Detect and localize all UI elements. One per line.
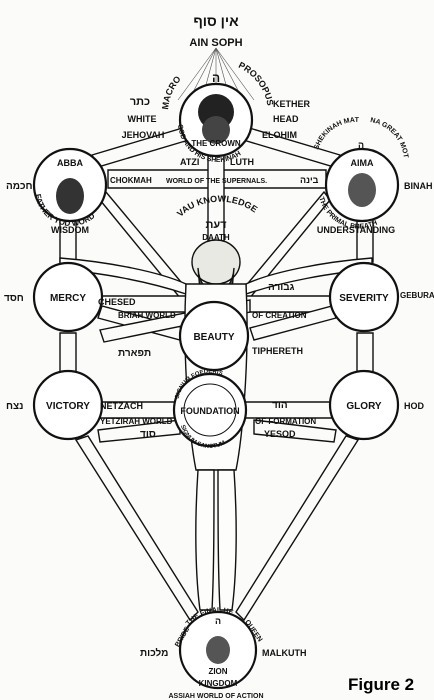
malkuth-hebrew: מלכות [140, 647, 168, 659]
ain-soph-hebrew: אין סוף [193, 13, 239, 29]
beauty-name: BEAUTY [193, 332, 234, 343]
chesed-label: CHESED [98, 297, 136, 307]
sephirah-hod: GLORY [328, 369, 400, 441]
aima-letter: ה [358, 140, 364, 150]
light-rays [177, 47, 255, 101]
abba-name: ABBA [57, 158, 83, 168]
face-aima-icon [348, 173, 376, 207]
wisdom-label: WISDOM [51, 225, 89, 235]
supernals-world-label: WORLD OF THE SUPERNALS. [166, 178, 267, 185]
elohim-label: ELOHIM [262, 130, 297, 140]
tiphereth-hebrew: תפארת [118, 348, 151, 359]
malkuth-label: MALKUTH [262, 648, 307, 658]
netzach-label: NETZACH [100, 401, 143, 411]
chokmah-hebrew: חכמה [6, 181, 33, 192]
severity-name: SEVERITY [339, 293, 389, 304]
assiah-label: ASSIAH WORLD OF ACTION [168, 693, 263, 700]
aima-name: AIMA [351, 158, 374, 168]
jehovah-label: JEHOVAH [122, 130, 165, 140]
chesed-hebrew: חסד [4, 293, 24, 304]
crown-letter: ה [212, 71, 220, 85]
face-bride-icon [206, 636, 230, 664]
head-label: HEAD [273, 114, 299, 124]
daath-label: DAATH [202, 233, 230, 242]
briah-left: BRIAH WORLD [118, 311, 176, 320]
sephirah-malkuth: THE FINAL HE ה BRIDE QUEEN ZION [174, 607, 263, 690]
chokmah-label: CHOKMAH [110, 176, 152, 185]
binah-label: BINAH [404, 181, 433, 191]
yetzirah-right: OF FORMATION [255, 417, 316, 426]
foundation-name: FOUNDATION [180, 406, 239, 416]
crown-name: THE CROWN [191, 139, 241, 148]
ain-soph-label: AIN SOPH [189, 37, 242, 49]
glory-name: GLORY [346, 401, 382, 412]
yesod-hebrew: סוד [140, 429, 156, 440]
kether-hebrew: כתר [130, 96, 150, 108]
geburah-label: GEBURAH [400, 291, 434, 300]
sephirah-yesod: FOUNDATION SIGNUM FOEDERIS SIGNUM SANCTU… [172, 369, 248, 450]
victory-name: VICTORY [46, 401, 90, 412]
yetzirah-left: YETZIRAH WORLD [100, 417, 173, 426]
atziluth-right: LUTH [230, 157, 254, 167]
sephirah-kether: MACRO ה PROSOPUS THE CROWN GOD AND HIS S… [160, 60, 275, 164]
tiphereth-label: TIPHERETH [252, 346, 303, 356]
hod-hebrew: הוד [272, 400, 288, 411]
yesod-label: YESOD [264, 429, 296, 439]
daath-hebrew: דעת [205, 219, 227, 231]
sephirah-netzach: VICTORY [32, 369, 104, 441]
binah-hebrew: בינה [300, 175, 319, 185]
sephirah-chokmah: ABBA FATHER YOD WORD [32, 147, 108, 228]
face-abba-icon [56, 178, 84, 214]
netzach-hebrew: נצח [6, 401, 23, 412]
atziluth-left: ATZI [180, 157, 199, 167]
zion-label: ZION [208, 667, 227, 676]
kingdom-letter: ה [215, 616, 221, 626]
kingdom-name: KINGDOM [199, 679, 238, 688]
white-label: WHITE [128, 114, 157, 124]
sephirah-geburah: SEVERITY [328, 261, 400, 333]
briah-right: OF CREATION [252, 311, 307, 320]
crown-arc-label: MACRO [160, 74, 183, 110]
mercy-name: MERCY [50, 293, 86, 304]
sephirah-binah: AIMA [324, 147, 400, 223]
geburah-hebrew: גבורה [268, 282, 295, 293]
figure-caption: Figure 2 [348, 675, 414, 694]
sephirah-chesed: MERCY [32, 261, 104, 333]
understanding-label: UNDERSTANDING [317, 225, 395, 235]
hod-label: HOD [404, 401, 425, 411]
kether-label: KETHER [273, 99, 311, 109]
sephirah-tiphereth: BEAUTY [178, 300, 250, 372]
